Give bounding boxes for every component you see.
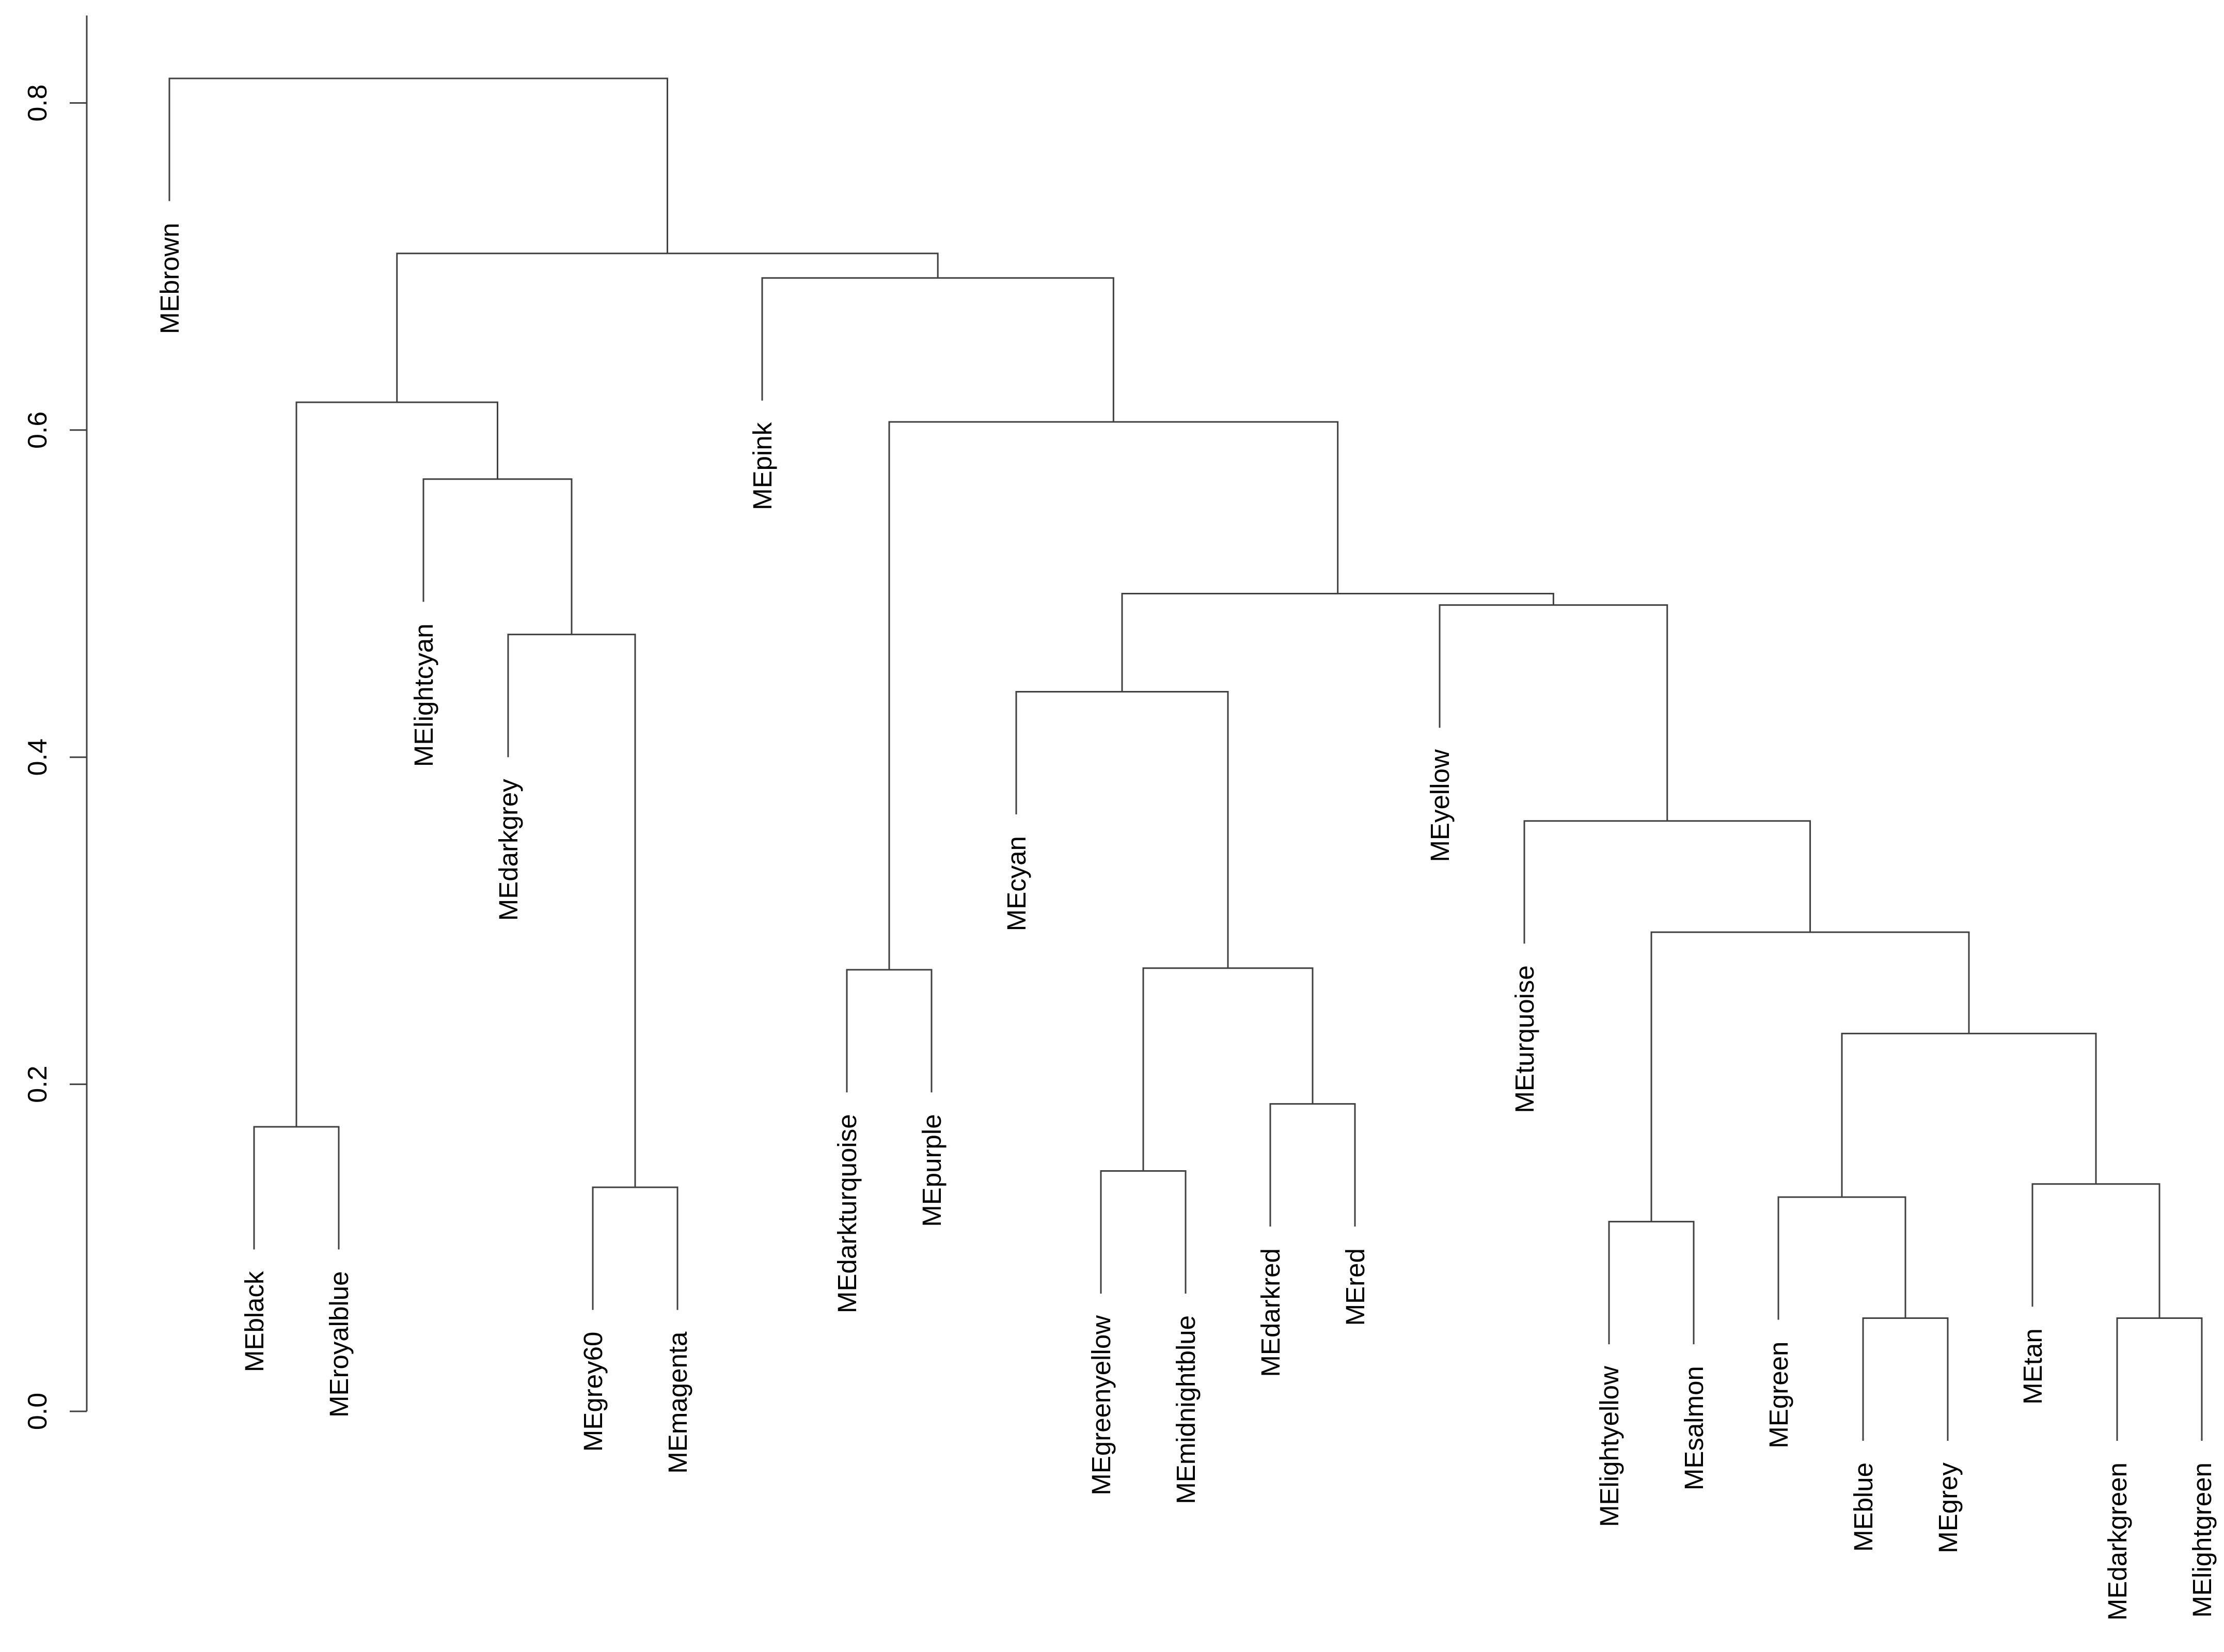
leaf-label-MEgreen: MEgreen xyxy=(1764,1342,1793,1449)
leaf-label-MEgrey: MEgrey xyxy=(1933,1462,1963,1553)
branch xyxy=(2116,1317,2203,1441)
leaf-label-MEdarkred: MEdarkred xyxy=(1256,1248,1285,1377)
leaf-label-MElightgreen: MElightgreen xyxy=(2187,1462,2217,1618)
branch xyxy=(1439,604,1668,821)
leaf-label-MEyellow: MEyellow xyxy=(1425,749,1455,862)
branch xyxy=(592,1186,679,1310)
branch xyxy=(168,77,668,254)
branch xyxy=(1862,1317,1949,1441)
branch xyxy=(253,1126,340,1250)
leaf-label-MEblack: MEblack xyxy=(240,1271,269,1372)
branch xyxy=(1015,691,1229,968)
leaf-label-MEcyan: MEcyan xyxy=(1002,836,1031,931)
branch xyxy=(1100,1170,1187,1294)
branch xyxy=(761,277,1114,422)
branch xyxy=(2031,1183,2160,1318)
leaf-label-MEdarkgreen: MEdarkgreen xyxy=(2103,1462,2132,1620)
y-axis: 0.0 0.2 0.4 0.6 0.8 xyxy=(23,15,88,1430)
branch xyxy=(295,401,498,1127)
branch xyxy=(1650,931,1970,1222)
leaf-label-MEturquoise: MEturquoise xyxy=(1510,965,1539,1113)
leaf-label-MElightyellow: MElightyellow xyxy=(1595,1366,1624,1527)
branch xyxy=(422,478,573,635)
branch xyxy=(1269,1103,1356,1227)
leaf-label-MEmidnightblue: MEmidnightblue xyxy=(1171,1315,1201,1504)
y-axis-tick-label: 0.6 xyxy=(23,412,53,449)
leaf-label-MEpurple: MEpurple xyxy=(917,1114,947,1226)
y-axis-tick-label: 0.4 xyxy=(23,738,53,776)
leaf-label-MEmagenta: MEmagenta xyxy=(663,1331,692,1474)
leaf-label-MEdarkgrey: MEdarkgrey xyxy=(494,779,523,921)
leaf-label-MEblue: MEblue xyxy=(1849,1462,1878,1552)
y-axis-tick-label: 0.2 xyxy=(23,1065,53,1103)
y-axis-tick-label: 0.0 xyxy=(23,1393,53,1430)
branch xyxy=(1841,1032,2097,1198)
leaf-label-MEbrown: MEbrown xyxy=(155,223,184,334)
leaf-label-MEsalmon: MEsalmon xyxy=(1679,1366,1709,1490)
y-axis-tick-label: 0.8 xyxy=(23,84,53,121)
leaf-label-MEdarkturquoise: MEdarkturquoise xyxy=(832,1114,862,1313)
leaf-label-MEpink: MEpink xyxy=(748,422,777,510)
branch xyxy=(846,969,933,1093)
leaf-label-MEgrey60: MEgrey60 xyxy=(578,1332,608,1452)
leaf-label-MEtan: MEtan xyxy=(2018,1328,2047,1404)
branch xyxy=(1608,1221,1695,1345)
branch xyxy=(1121,593,1554,692)
branch xyxy=(1777,1196,1906,1320)
branch xyxy=(396,253,939,402)
branch xyxy=(1142,967,1314,1171)
branch xyxy=(1523,820,1811,944)
leaf-label-MElightcyan: MElightcyan xyxy=(409,623,438,767)
branch xyxy=(888,421,1339,970)
leaf-label-MEgreenyellow: MEgreenyellow xyxy=(1086,1315,1116,1496)
dendrogram-branches xyxy=(168,77,2203,1441)
leaf-label-MEroyalblue: MEroyalblue xyxy=(324,1271,354,1417)
leaf-label-MEred: MEred xyxy=(1340,1248,1370,1326)
branch xyxy=(507,634,636,1188)
